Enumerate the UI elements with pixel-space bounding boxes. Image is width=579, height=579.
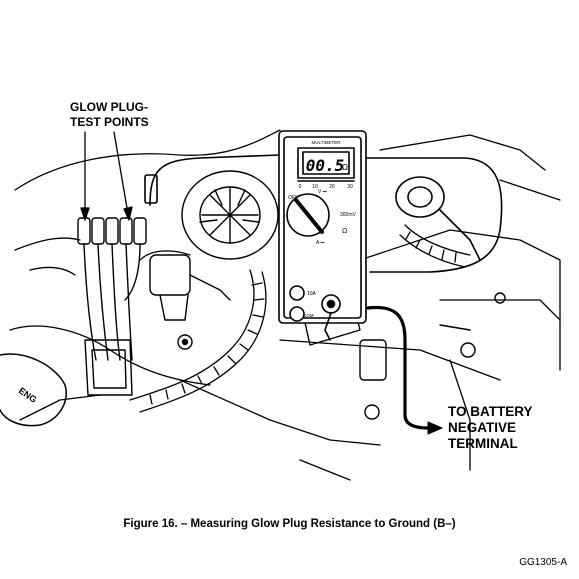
svg-text:ENG: ENG (17, 385, 39, 404)
meter-unit: Ω (342, 163, 348, 172)
meter-label-amp: A ⎓ (316, 240, 324, 246)
battery-negative-label: TO BATTERY NEGATIVE TERMINAL (448, 404, 533, 452)
battery-label-line3: TERMINAL (448, 436, 518, 451)
battery-lead-arrowhead (427, 421, 443, 435)
engine-illustration: ENG (0, 129, 561, 481)
meter-tick-0: 0 (299, 184, 302, 190)
multimeter-text: MULTIMETER 00.5 Ω 0 10 20 30 OFF V ⎓ 300… (288, 140, 357, 318)
meter-label-10a: 10A (307, 291, 317, 297)
battery-label-line1: TO BATTERY (448, 404, 533, 419)
meter-tick-2: 20 (329, 184, 335, 190)
engine-block-outline (9, 129, 561, 481)
engine-emblem: ENG (0, 353, 67, 427)
meter-test-lead-left (144, 154, 281, 206)
sensor-component (149, 254, 231, 350)
battery-negative-lead (366, 305, 430, 430)
multimeter (278, 130, 367, 341)
meter-reading: 00.5 (306, 156, 345, 175)
glow-plug-label-line2: TEST POINTS (70, 115, 149, 129)
glow-plug-label-line1: GLOW PLUG- (70, 100, 148, 114)
meter-tick-1: 10 (312, 184, 318, 190)
corrugated-harness-right (399, 224, 471, 268)
battery-label-line2: NEGATIVE (448, 420, 517, 435)
meter-tick-3: 30 (347, 184, 353, 190)
meter-brand: MULTIMETER (312, 140, 342, 145)
glow-plug-connectors (77, 217, 147, 396)
meter-label-mv: 300mV (340, 212, 357, 218)
meter-test-lead-right (364, 157, 503, 273)
glow-plug-test-points-label: GLOW PLUG- TEST POINTS (70, 100, 149, 130)
meter-label-com: COM (303, 313, 314, 318)
corrugated-harness-left (129, 269, 267, 413)
meter-label-ohm: Ω (342, 228, 347, 235)
figure-id: GG1305-A (519, 557, 567, 568)
figure-caption: Figure 16. – Measuring Glow Plug Resista… (123, 518, 456, 530)
fan-assembly (181, 170, 279, 260)
glow-plug-pointers (80, 131, 133, 221)
meter-label-vdc: V ⎓ (318, 189, 327, 195)
meter-label-off: OFF (288, 195, 298, 201)
ring-connector (395, 176, 481, 261)
